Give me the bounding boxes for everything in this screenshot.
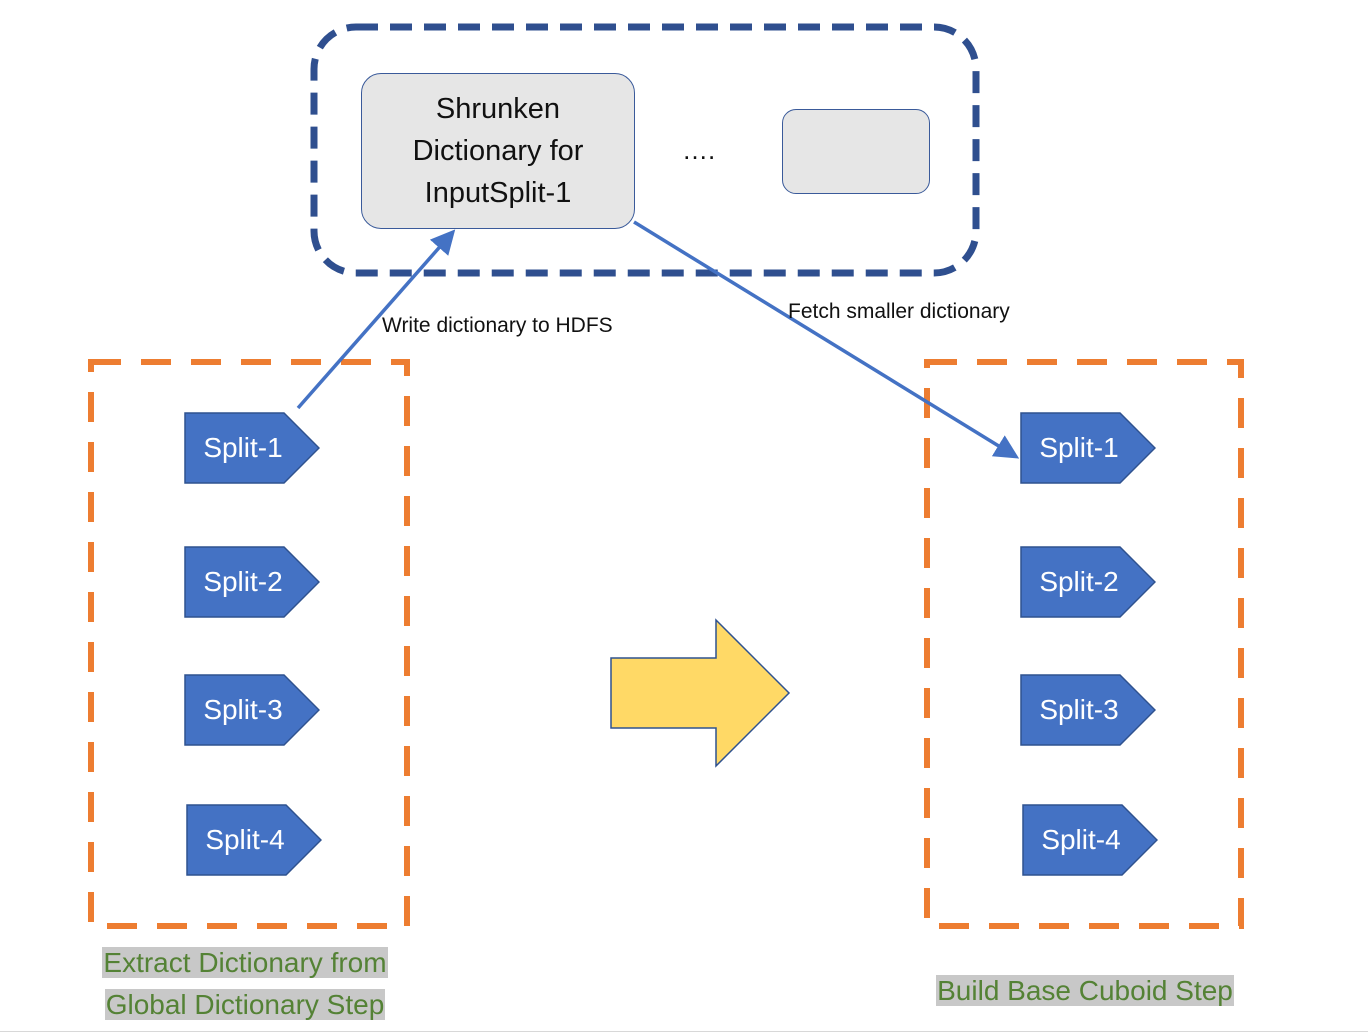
fetch-dictionary-arrow [633,220,1020,459]
extract-step-group [88,359,410,929]
right-block-arrow-icon [610,618,791,768]
write-dictionary-label: Write dictionary to HDFS [382,314,613,337]
bottom-divider [0,1031,1368,1032]
empty-dictionary-box [782,109,930,194]
extract-step-label: Extract Dictionary from Global Dictionar… [82,942,408,1026]
extract-step-label-line-1: Extract Dictionary from [102,947,388,978]
build-step-group [924,359,1244,929]
right-split-3-label: Split-3 [1039,694,1119,725]
fetch-dictionary-label: Fetch smaller dictionary [788,300,1010,323]
shrunken-line-1: Shrunken [435,93,561,125]
left-split-1-label: Split-1 [203,432,283,463]
right-split-2-label: Split-2 [1039,566,1119,597]
left-split-3: Split-3 [184,674,320,746]
write-dictionary-arrow [296,229,456,410]
dictionary-store-container [310,23,980,277]
left-split-3-label: Split-3 [203,694,283,725]
right-split-3: Split-3 [1020,674,1156,746]
left-split-2-label: Split-2 [203,566,283,597]
right-split-1-label: Split-1 [1039,432,1119,463]
shrunken-dictionary-box: Shrunken Dictionary for InputSplit-1 [361,73,635,229]
shrunken-line-3: InputSplit-1 [424,177,572,209]
right-split-4-label: Split-4 [1041,824,1121,855]
right-split-1: Split-1 [1020,412,1156,484]
ellipsis-text: …. [682,135,716,165]
build-step-label-text: Build Base Cuboid Step [936,975,1234,1006]
build-step-label: Build Base Cuboid Step [920,970,1250,1012]
right-split-4: Split-4 [1022,804,1158,876]
left-split-4: Split-4 [186,804,322,876]
left-split-2: Split-2 [184,546,320,618]
shrunken-line-2: Dictionary for [412,135,584,167]
right-split-2: Split-2 [1020,546,1156,618]
extract-step-label-line-2: Global Dictionary Step [104,989,386,1020]
left-split-1: Split-1 [184,412,320,484]
left-split-4-label: Split-4 [205,824,285,855]
